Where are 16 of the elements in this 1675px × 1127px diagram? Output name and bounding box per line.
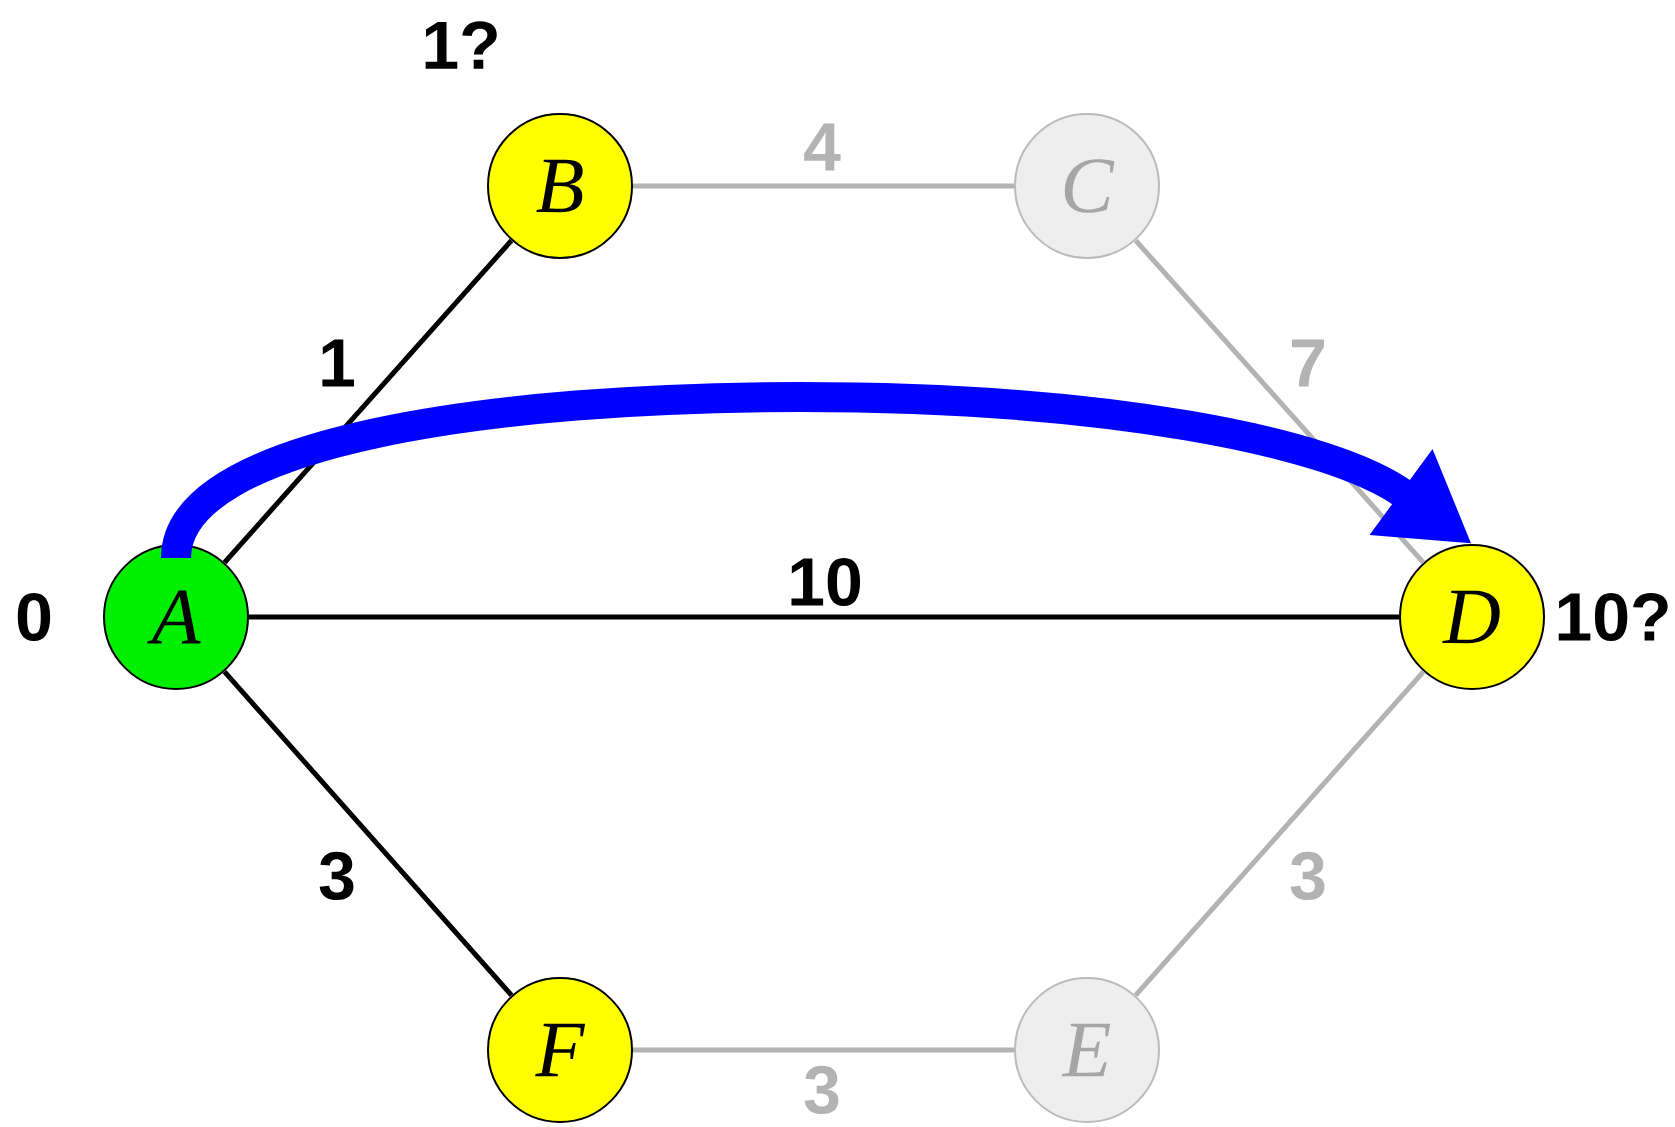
edge-line xyxy=(249,614,1399,620)
edge-line xyxy=(1133,669,1426,998)
edge-line xyxy=(222,238,514,565)
edge-label: 3 xyxy=(314,847,360,905)
edge-line xyxy=(633,1047,1014,1053)
distance-label: 0 xyxy=(17,592,51,642)
edge-label: 1 xyxy=(314,335,360,391)
distance-label: 10? xyxy=(1558,592,1668,642)
edge-label: 10 xyxy=(783,553,867,611)
edge-line xyxy=(222,669,514,998)
distance-label: 1? xyxy=(425,21,497,69)
edge-line xyxy=(633,183,1014,189)
edge-label: 7 xyxy=(1285,335,1331,391)
edge-label: 3 xyxy=(1285,847,1331,905)
edge-label: 3 xyxy=(799,1061,845,1119)
edge-label: 4 xyxy=(799,119,845,175)
